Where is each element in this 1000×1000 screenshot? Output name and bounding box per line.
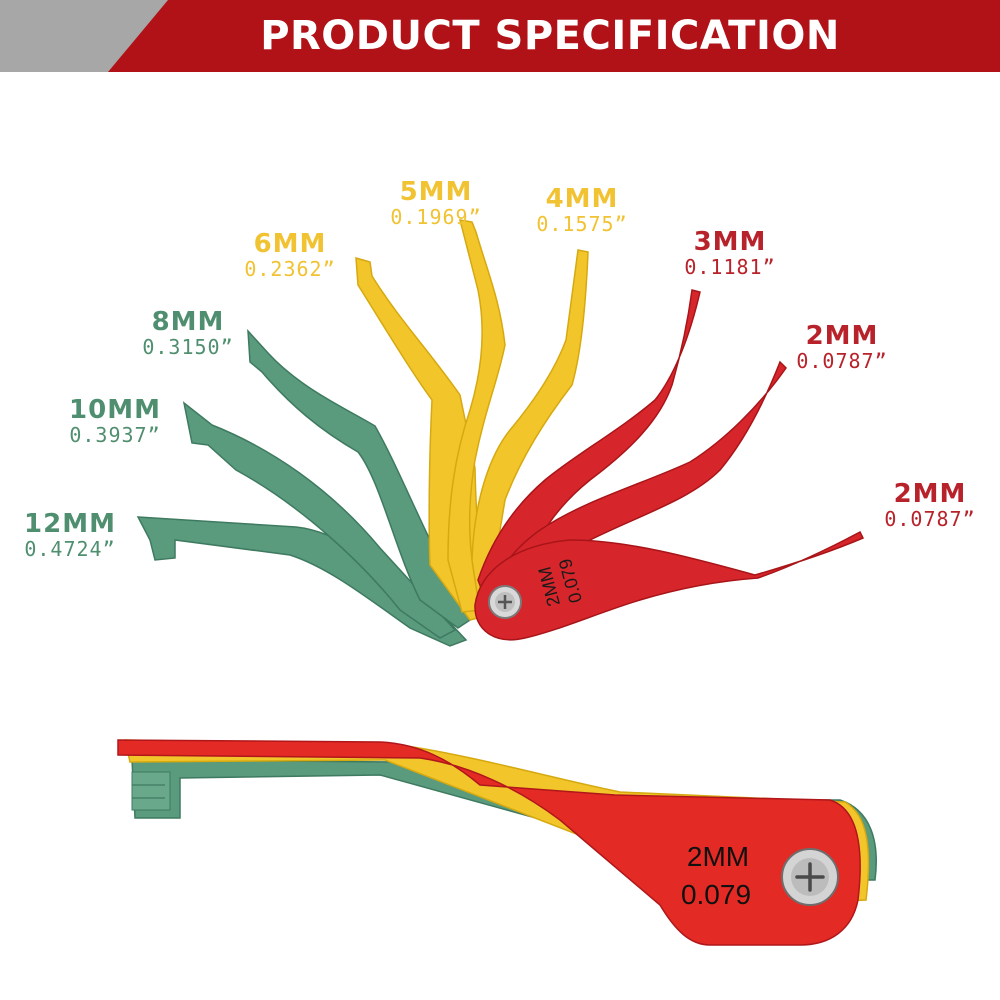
closed-size-label: 2MM <box>687 841 749 872</box>
closed-inch-label: 0.079 <box>681 879 751 910</box>
pivot-screw-icon <box>488 585 522 619</box>
blade-2mm-lower <box>474 530 865 641</box>
blade-8mm <box>247 328 471 629</box>
closed-pivot-screw-icon <box>781 848 839 906</box>
blade-10mm <box>182 401 457 639</box>
closed-red-layer <box>117 739 861 946</box>
page-title: PRODUCT SPECIFICATION <box>260 13 840 59</box>
banner-red-band <box>108 0 1000 72</box>
